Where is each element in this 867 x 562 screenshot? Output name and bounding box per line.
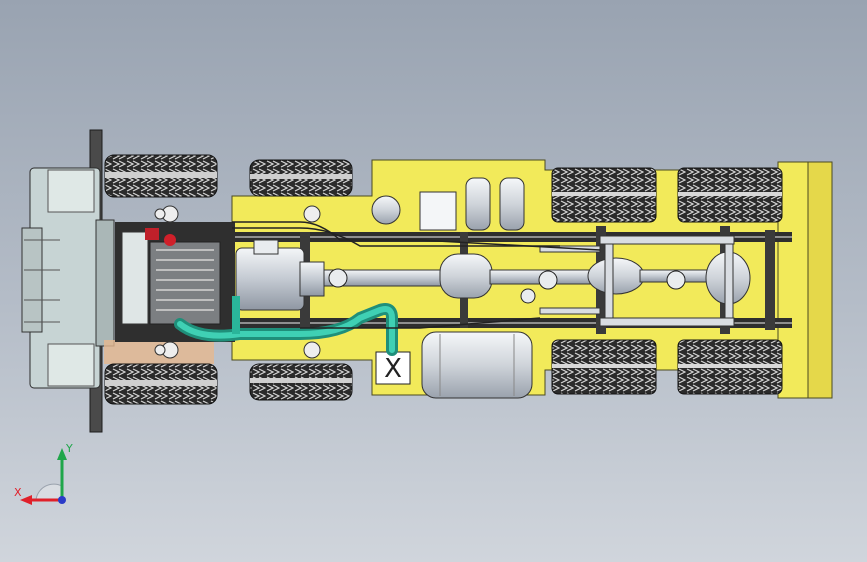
coordinate-triad: Y X: [14, 442, 73, 505]
drive-shaft[interactable]: [323, 251, 751, 305]
front-bumper[interactable]: [21, 129, 214, 433]
air-tanks[interactable]: [371, 177, 525, 231]
y-axis-label: Y: [65, 442, 73, 455]
front-right-tire[interactable]: [104, 363, 218, 405]
battery-warning-mark: X: [384, 354, 402, 384]
rear-tandem-left-tires[interactable]: [551, 167, 783, 223]
second-axle-left-tire[interactable]: [249, 159, 353, 197]
coolant-pipe[interactable]: [174, 296, 398, 356]
brake-lines: [232, 221, 601, 329]
fuel-tank[interactable]: [421, 331, 533, 399]
transmission[interactable]: [235, 239, 325, 311]
battery-box[interactable]: X: [375, 351, 411, 385]
x-axis-label: X: [14, 486, 22, 499]
front-left-tire[interactable]: [104, 154, 218, 198]
z-axis-marker: [58, 496, 66, 504]
rear-tandem-right-tires[interactable]: [551, 339, 783, 395]
second-axle-right-tire[interactable]: [249, 363, 353, 401]
suspension-mounts: [154, 205, 321, 359]
